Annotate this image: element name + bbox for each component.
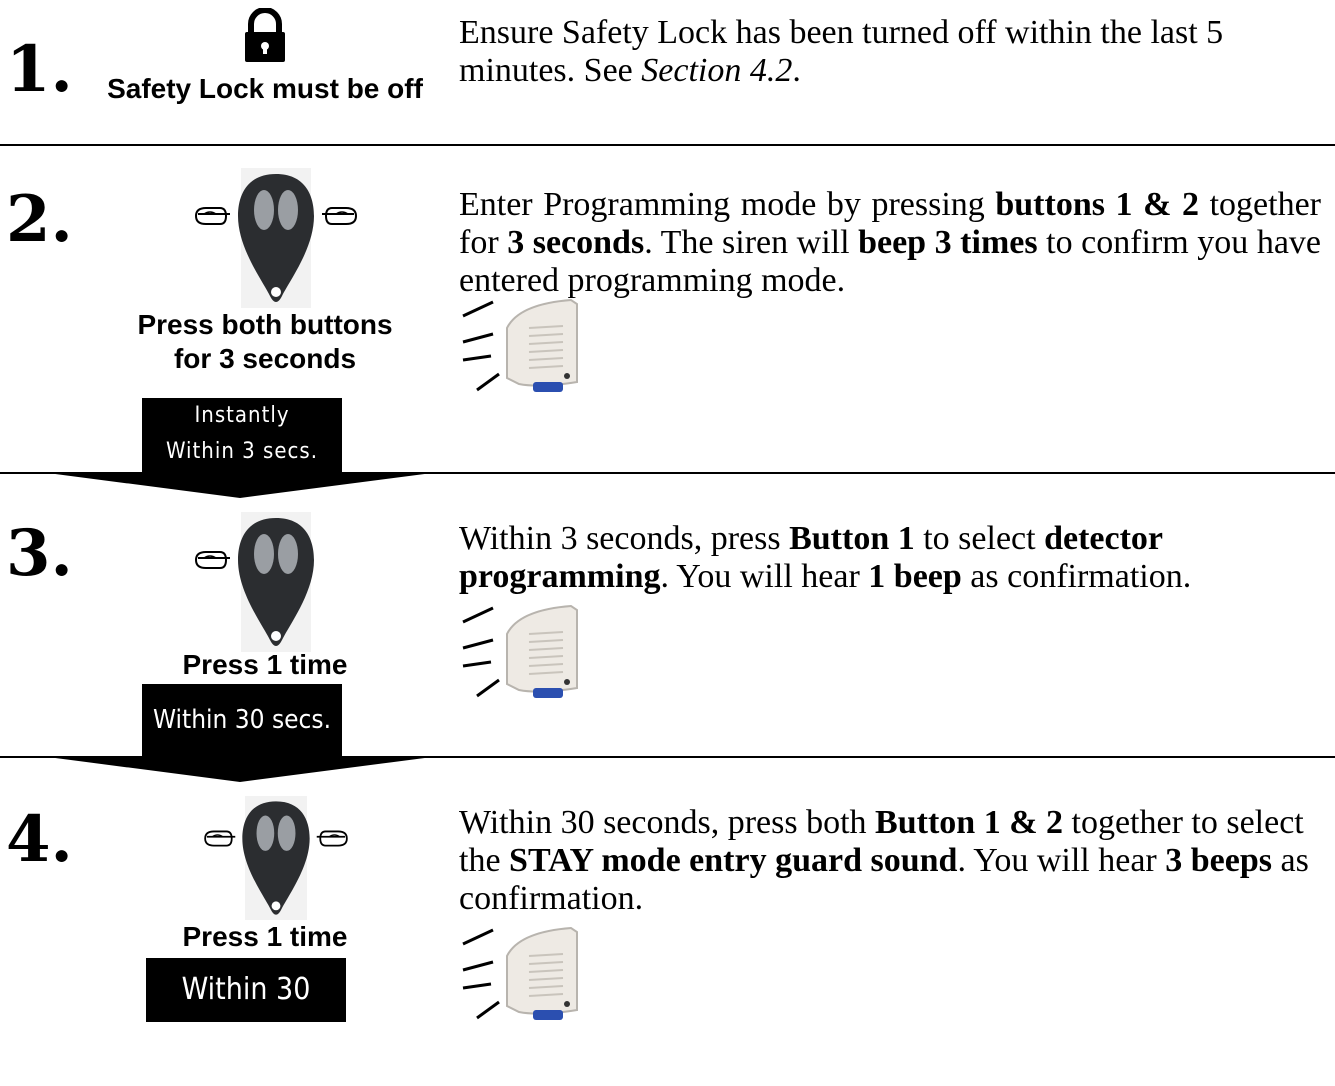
step-1-text-part: Ensure Safety Lock has been turned off w… xyxy=(459,14,1224,89)
timing-line: Instantly xyxy=(194,403,290,428)
timing-line: Within 3 secs. xyxy=(165,439,319,464)
step-2-description: Enter Programming mode by pressing butto… xyxy=(459,186,1322,299)
flow-arrow-icon xyxy=(40,472,440,498)
step-3-description: Within 3 seconds, press Button 1 to sele… xyxy=(459,520,1192,595)
padlock-icon xyxy=(241,8,289,64)
step-4-description: Within 30 seconds, press both Button 1 &… xyxy=(459,804,1309,917)
key-fob-button-1-icon xyxy=(186,512,366,652)
divider xyxy=(0,144,1335,146)
step-3-caption: Press 1 time xyxy=(182,649,348,680)
step-4-number: 4. xyxy=(6,802,73,877)
step-4-caption: Press 1 time xyxy=(182,921,348,952)
key-fob-both-buttons-icon xyxy=(186,796,366,920)
step-4-timing-label: Within 30 secs. xyxy=(146,958,346,1071)
divider xyxy=(0,756,1335,758)
siren-beep-icon xyxy=(459,926,583,1022)
step-1-number: 1. xyxy=(6,32,73,107)
step-2-timing-label: Instantly Within 3 secs. xyxy=(142,398,342,472)
siren-beep-icon xyxy=(459,604,583,700)
step-1-text-part: . xyxy=(792,52,801,89)
divider xyxy=(0,472,1335,474)
step-3-number: 3. xyxy=(6,516,73,591)
step-2-caption: Press both buttons for 3 seconds xyxy=(100,308,430,375)
step-1-description: Ensure Safety Lock has been turned off w… xyxy=(459,14,1321,90)
siren-beep-icon xyxy=(459,298,583,394)
step-1-section-reference: Section 4.2 xyxy=(641,52,793,89)
key-fob-both-buttons-icon xyxy=(186,168,366,308)
step-1-caption: Safety Lock must be off xyxy=(107,73,423,104)
flow-arrow-icon xyxy=(40,756,440,782)
step-3-timing-label: Within 30 secs. xyxy=(142,684,342,756)
step-2-caption-line: for 3 seconds xyxy=(173,342,357,374)
step-2-number: 2. xyxy=(6,182,73,257)
step-2-caption-line: Press both buttons xyxy=(137,309,393,340)
